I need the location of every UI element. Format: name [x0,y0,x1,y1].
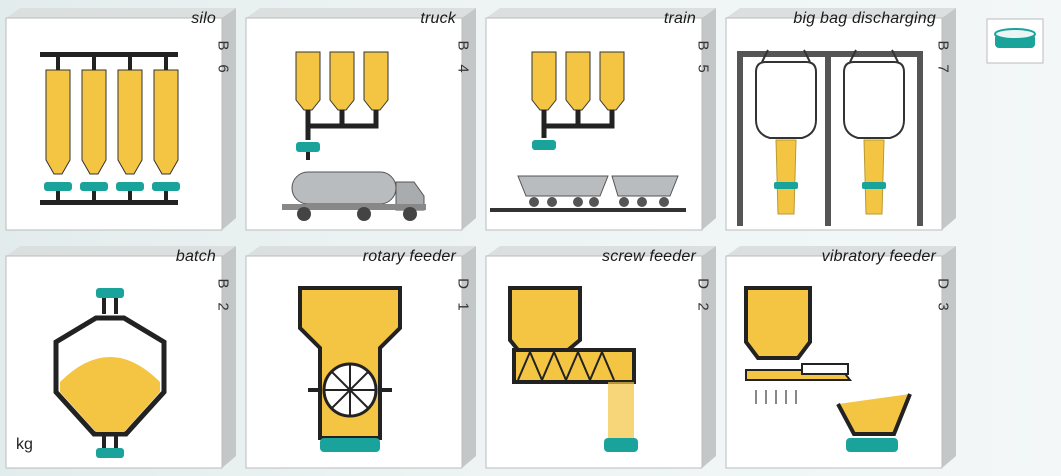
truck-illustration [260,32,440,226]
tile-title: screw feeder [602,248,696,266]
vibratory-feeder-illustration [740,270,920,464]
train-illustration [500,32,680,226]
batch-illustration [20,270,200,464]
screw-feeder-illustration [500,270,680,464]
tile-title: train [664,10,696,28]
tile-title: truck [420,10,456,28]
big-bag-illustration [740,32,920,226]
tile-title: rotary feeder [363,248,456,266]
tile-title: silo [191,10,216,28]
rotary-feeder-illustration [260,270,440,464]
silo-illustration [20,32,200,226]
tile-title: vibratory feeder [822,248,936,266]
tile-title: big bag discharging [793,10,936,28]
load-cell-icon [986,18,1044,64]
tile-title: batch [176,248,216,266]
